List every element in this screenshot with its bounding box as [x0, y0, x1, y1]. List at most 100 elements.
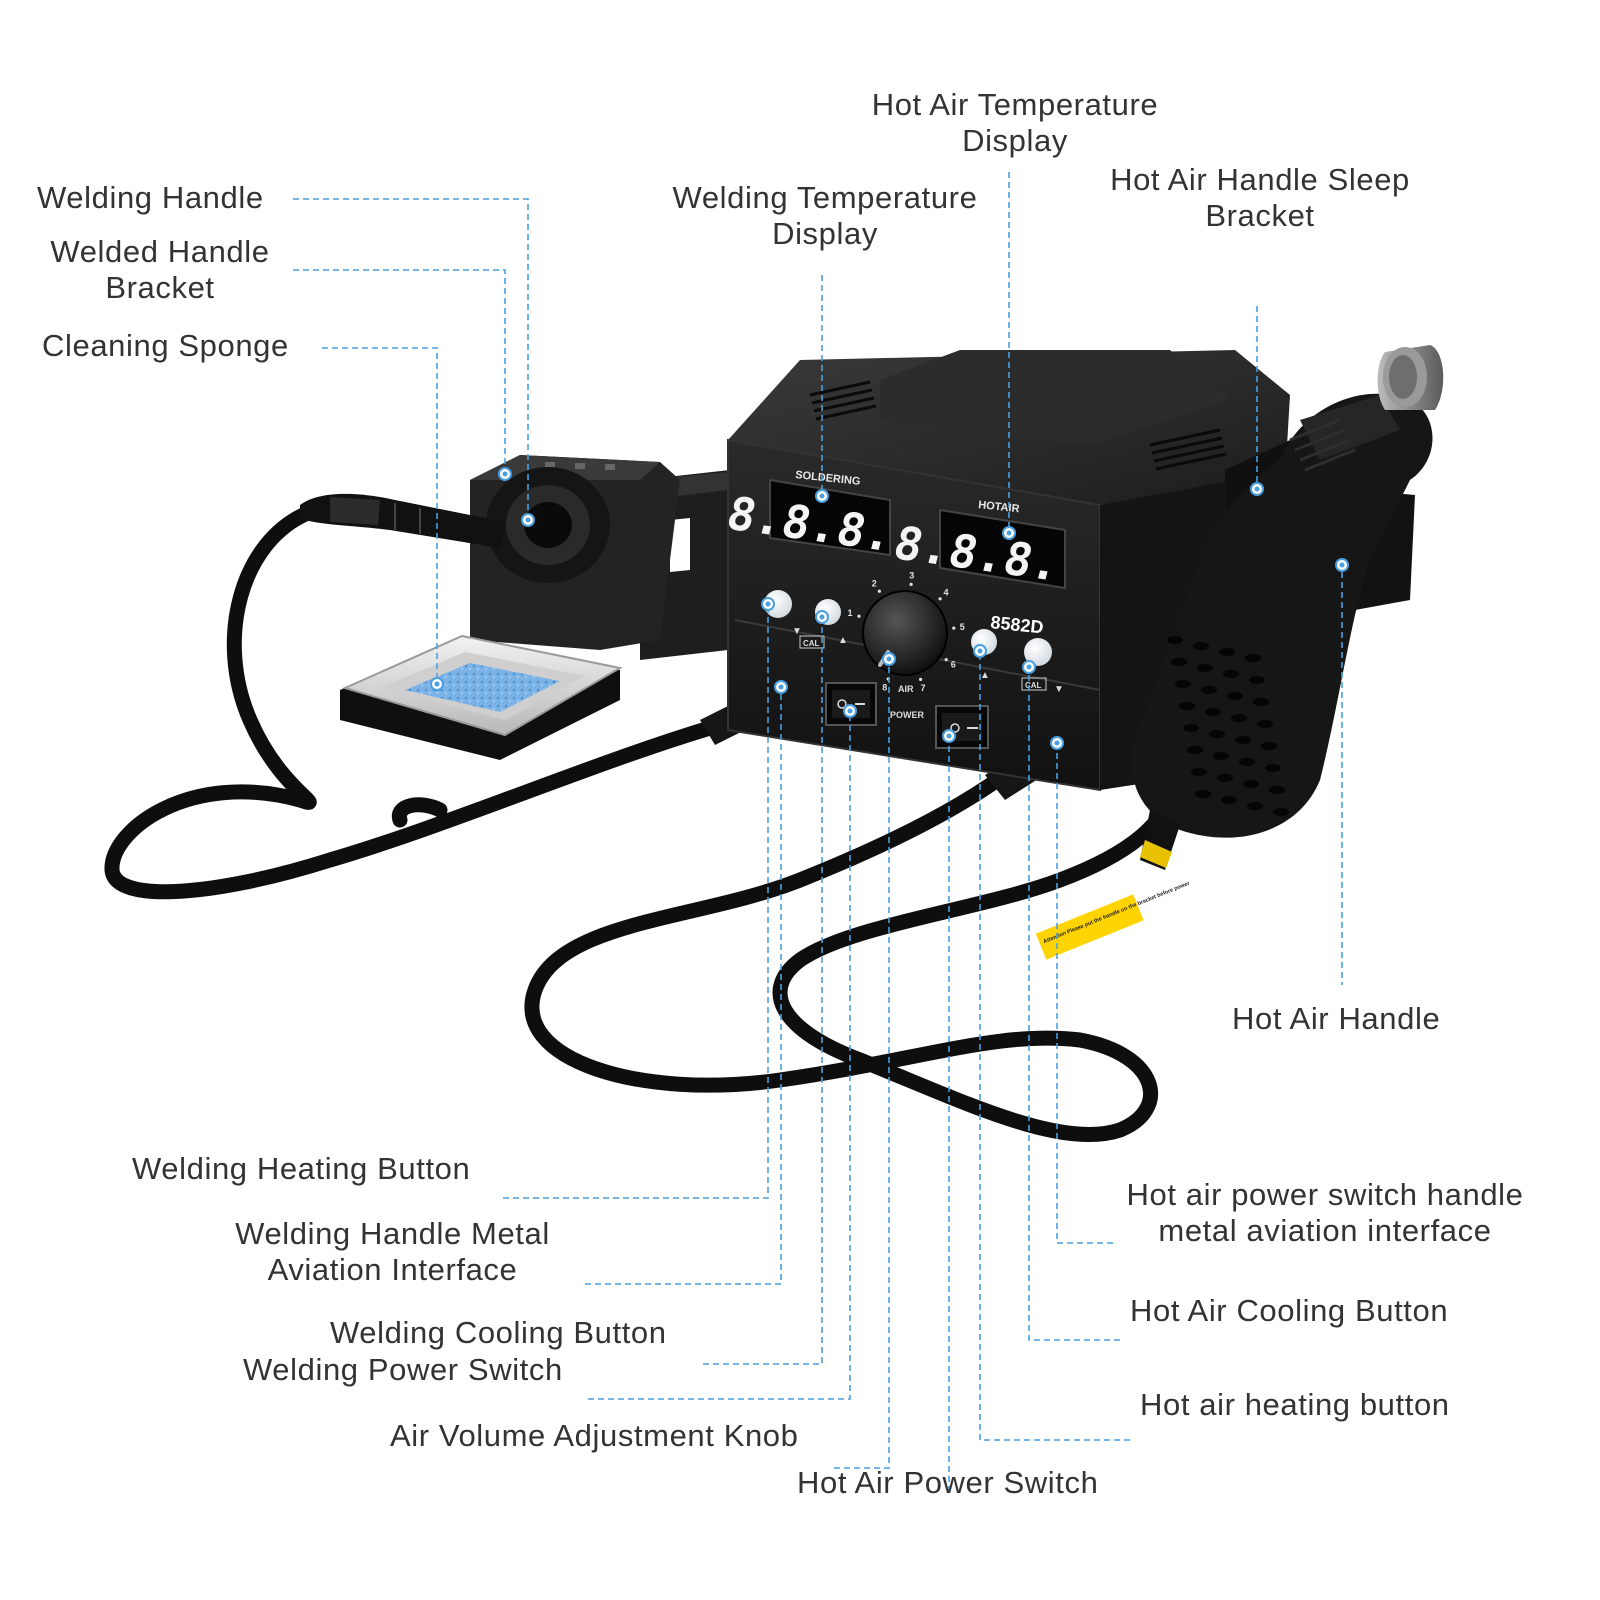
dot-welding-handle — [521, 513, 535, 527]
leader-lines — [293, 172, 1343, 1492]
dot-sponge — [430, 677, 444, 691]
label-line: metal aviation interface — [1158, 1213, 1492, 1248]
vent-slot — [1219, 648, 1235, 656]
vent-slot — [1269, 786, 1285, 794]
dial-tick — [944, 658, 948, 662]
dot-weld-display — [815, 489, 829, 503]
label-hot-air-handle: Hot Air Handle — [1232, 1001, 1441, 1036]
dial-tick — [952, 626, 956, 630]
vent-slot — [1253, 698, 1269, 706]
dot-weld-aviation — [774, 680, 788, 694]
dial-number: 3 — [909, 571, 914, 581]
label-line: Hot air power switch handle — [1126, 1177, 1524, 1212]
hot-air-handle — [1132, 345, 1444, 870]
welding-power-switch[interactable] — [825, 682, 877, 726]
dial-tick — [919, 677, 923, 682]
dot-air-power — [942, 729, 956, 743]
label-hot-air-heating-button: Hot air heating button — [1140, 1387, 1450, 1422]
dot-air-heat-btn — [973, 644, 987, 658]
dot-weld-cool-btn — [815, 610, 829, 624]
label-welding-power-switch: Welding Power Switch — [243, 1352, 563, 1387]
svg-text:▼: ▼ — [792, 626, 802, 637]
dial-number: 6 — [951, 660, 956, 670]
cal-label-right: CAL — [1025, 681, 1042, 690]
vent-slot — [1221, 796, 1237, 804]
dial-tick — [877, 589, 882, 593]
cleaning-sponge — [405, 663, 560, 712]
dial-number: 2 — [872, 579, 877, 589]
label-line: Display — [772, 216, 878, 251]
vent-slot — [1273, 808, 1289, 816]
vent-slot — [1193, 642, 1209, 650]
vent-slot — [1249, 676, 1265, 684]
vent-slot — [1227, 692, 1243, 700]
dot-sleep-bracket — [1250, 482, 1264, 496]
label-air-volume-adjustment-knob: Air Volume Adjustment Knob — [390, 1418, 799, 1453]
vent-slot — [1191, 768, 1207, 776]
dot-weld-heat-btn — [761, 597, 775, 611]
label-welding-cooling-button: Welding Cooling Button — [330, 1315, 667, 1350]
vent-slot — [1235, 736, 1251, 744]
label-line: Bracket — [1205, 198, 1315, 233]
dot-weld-power — [843, 704, 857, 718]
vent-slot — [1187, 746, 1203, 754]
vent-slot — [1243, 780, 1259, 788]
dot-air-display — [1002, 526, 1016, 540]
label-welding-handle-metal-aviation-interface: Welding Handle Metal Aviation Interface — [220, 1216, 565, 1288]
vent-slot — [1175, 680, 1191, 688]
hot-air-cable — [524, 727, 1178, 1142]
vent-slot — [1231, 714, 1247, 722]
label-hot-air-power-switch-handle-interface: Hot air power switch handle metal aviati… — [1110, 1177, 1540, 1249]
vent-slot — [1217, 774, 1233, 782]
soldering-temperature-display: SOLDERING 8.8.8. — [722, 469, 900, 562]
welding-cooling-button[interactable]: ▼ — [764, 590, 802, 637]
label-hot-air-power-switch: Hot Air Power Switch — [797, 1465, 1099, 1500]
vent-slot — [1247, 802, 1263, 810]
label-line: Hot Air Handle Sleep — [1110, 162, 1410, 197]
dial-number: 8 — [882, 683, 887, 693]
vent-slot — [1205, 708, 1221, 716]
power-label: POWER — [890, 710, 925, 720]
dial-tick — [909, 582, 913, 587]
leader-dots — [430, 467, 1349, 750]
dial-tick — [938, 597, 942, 601]
dot-bracket — [498, 467, 512, 481]
label-line: Bracket — [105, 270, 215, 305]
label-welded-handle-bracket: Welded Handle Bracket — [40, 234, 280, 306]
cleaning-sponge-tray — [340, 634, 623, 760]
vent-slot — [1239, 758, 1255, 766]
svg-text:Attention Please put the handl: Attention Please put the handle on the b… — [1043, 880, 1192, 945]
vent-slot — [1257, 720, 1273, 728]
hot-air-temperature-display: HOTAIR 8.8.8. — [888, 499, 1066, 591]
vent-slot — [1171, 658, 1187, 666]
hot-air-cooling-button[interactable]: ▼ CAL — [1021, 638, 1064, 695]
dial-number: 7 — [921, 683, 926, 693]
welding-handle — [300, 493, 505, 548]
label-welding-temperature-display: Welding Temperature Display — [660, 180, 990, 252]
label-line: Aviation Interface — [267, 1252, 518, 1287]
dot-air-knob — [882, 652, 896, 666]
svg-text:▲: ▲ — [838, 635, 848, 646]
label-cleaning-sponge: Cleaning Sponge — [42, 328, 289, 363]
label-hot-air-handle-sleep-bracket: Hot Air Handle Sleep Bracket — [1100, 162, 1420, 234]
dot-air-aviation — [1050, 736, 1064, 750]
air-label: AIR — [898, 684, 914, 694]
label-line: Welding Temperature — [672, 180, 978, 215]
vent-slot — [1195, 790, 1211, 798]
dial-tick — [857, 614, 861, 618]
vent-slot — [1261, 742, 1277, 750]
label-line: Welding Handle Metal — [235, 1216, 550, 1251]
label-line: Hot Air Temperature — [871, 87, 1159, 122]
label-welding-heating-button: Welding Heating Button — [132, 1151, 471, 1186]
dial-number: 4 — [944, 588, 949, 598]
label-welding-handle: Welding Handle — [37, 180, 264, 215]
vent-slot — [1179, 702, 1195, 710]
vent-slot — [1209, 730, 1225, 738]
vent-slot — [1197, 664, 1213, 672]
vent-slot — [1167, 636, 1183, 644]
dot-air-cool-btn — [1022, 660, 1036, 674]
label-line: Display — [962, 123, 1068, 158]
